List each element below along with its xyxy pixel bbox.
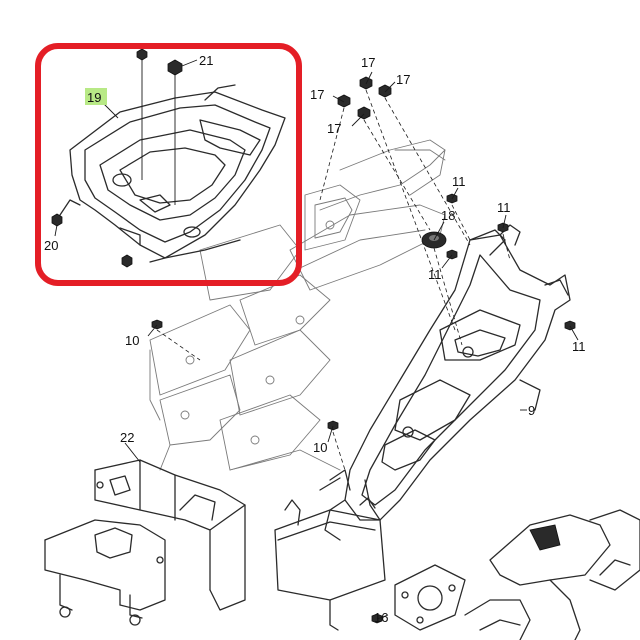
callout-11-right: 11 bbox=[497, 200, 511, 215]
callout-20: 20 bbox=[44, 238, 58, 253]
callout-11-far-right: 11 bbox=[572, 339, 586, 354]
tool-tray-part bbox=[44, 459, 246, 626]
rear-carrier-part-19 bbox=[51, 48, 286, 268]
gasket-part-16 bbox=[394, 509, 640, 640]
battery-box-part bbox=[274, 497, 386, 631]
callout-10-left: 10 bbox=[125, 333, 139, 348]
callout-17-right: 17 bbox=[396, 72, 410, 87]
callout-16: 16 bbox=[374, 610, 388, 625]
callout-22: 22 bbox=[120, 430, 134, 445]
callout-17-left: 17 bbox=[310, 87, 324, 102]
callout-11-top: 11 bbox=[452, 174, 466, 189]
callout-19-highlight bbox=[85, 88, 107, 105]
callout-9: 9 bbox=[528, 403, 535, 418]
callout-17-lower: 17 bbox=[327, 121, 341, 136]
callout-11-mid: 11 bbox=[428, 267, 442, 282]
callout-17-top: 17 bbox=[361, 55, 375, 70]
callout-19: 19 bbox=[87, 90, 101, 105]
highlight-frame bbox=[35, 43, 302, 286]
callout-18: 18 bbox=[441, 208, 455, 223]
callout-10-center: 10 bbox=[313, 440, 327, 455]
callout-labels: 19 21 20 17 17 17 17 11 11 11 11 18 10 1… bbox=[44, 53, 586, 625]
seat-rail-frame bbox=[149, 139, 446, 471]
callout-21: 21 bbox=[199, 53, 213, 68]
leader-lines bbox=[124, 71, 579, 620]
rear-fender-part bbox=[319, 224, 571, 541]
